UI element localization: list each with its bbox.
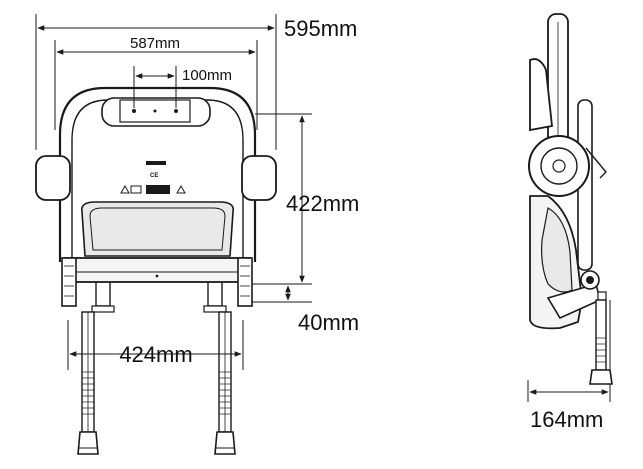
mount-hole-center — [153, 109, 157, 113]
side-hinge-inner — [552, 159, 566, 173]
armrest-pad-left — [35, 155, 71, 201]
warning-labels-icon — [120, 184, 186, 194]
dimension-lines — [35, 14, 611, 402]
ce-mark-icon: CE — [150, 173, 158, 179]
dimension-labels: 595mm 587mm 100mm 422mm 40mm 424mm 164mm — [119, 16, 603, 432]
mount-hole-right — [174, 109, 178, 113]
label-inner-width: 587mm — [130, 35, 180, 52]
label-leg-spacing: 424mm — [119, 342, 192, 367]
label-handle-spacing: 100mm — [182, 67, 232, 84]
seat-cushion-inner — [89, 207, 226, 251]
leg-bracket-left — [95, 282, 111, 307]
side-leg-foot — [589, 369, 613, 385]
label-seat-thickness: 40mm — [298, 310, 359, 335]
seat-cushion — [80, 201, 235, 257]
side-leg — [595, 299, 607, 371]
side-body-inner — [541, 207, 573, 293]
leg-left — [77, 311, 99, 455]
side-view — [528, 13, 613, 385]
label-strip — [146, 161, 166, 165]
front-view: CE — [35, 86, 277, 455]
mount-hole-left — [132, 109, 136, 113]
leg-bracket-right — [207, 282, 223, 307]
hinge-block-left — [61, 257, 77, 307]
label-overall-width: 595mm — [284, 16, 357, 41]
side-wall-plate — [529, 58, 553, 132]
leg-right — [214, 311, 236, 455]
side-hinge-bracket — [585, 147, 607, 179]
armrest-pad-right — [241, 155, 277, 201]
backrest-frame — [58, 86, 257, 262]
label-folded-depth: 164mm — [530, 407, 603, 432]
side-lock-knob — [597, 291, 607, 301]
hinge-block-right — [237, 257, 253, 307]
seat-rail — [63, 257, 251, 283]
label-seat-height: 422mm — [286, 191, 359, 216]
